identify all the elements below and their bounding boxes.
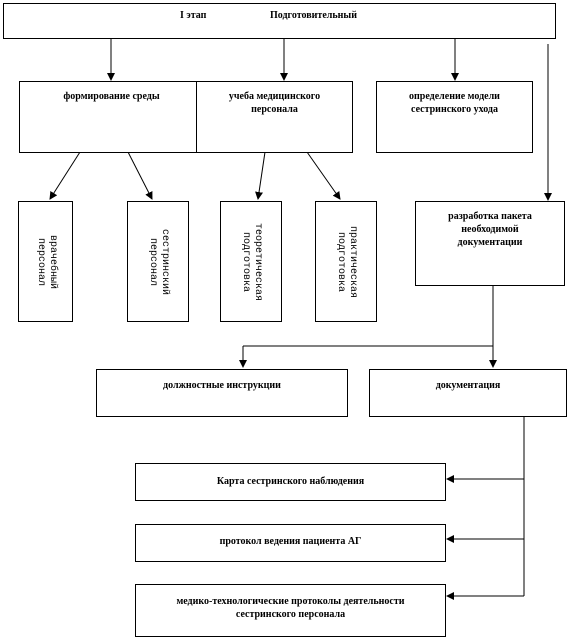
arrow-to-theory xyxy=(255,151,266,200)
instructions-box: должностные инструкции xyxy=(96,369,348,417)
instructions-label: должностные инструкции xyxy=(163,380,281,391)
doctors-box: врачебный персонал xyxy=(18,201,73,322)
package-label: разработка пакета необходимой документац… xyxy=(448,211,532,248)
model-box: определение модели сестринского ухода xyxy=(376,81,533,153)
medtech-label: медико-технологические протоколы деятель… xyxy=(176,596,405,620)
package-box: разработка пакета необходимой документац… xyxy=(415,201,565,286)
theory-box: теоретическая подготовка xyxy=(220,201,282,322)
documentation-label: документация xyxy=(435,380,501,391)
environment-box: формирование среды xyxy=(19,81,204,153)
medtech-box: медико-технологические протоколы деятель… xyxy=(135,584,446,637)
protocol-label: протокол ведения пациента АГ xyxy=(219,536,362,547)
model-label: определение модели сестринского ухода xyxy=(409,91,500,115)
card-box: Карта сестринского наблюдения xyxy=(135,463,446,501)
stage-name: Подготовительный xyxy=(270,10,357,21)
arrow-to-doctors xyxy=(49,151,81,200)
nurses-box: сестринский персонал xyxy=(127,201,189,322)
stage-box xyxy=(3,3,556,39)
practice-box: практическая подготовка xyxy=(315,201,377,322)
training-box: учеба медицинского персонала xyxy=(196,81,353,153)
arrow-to-practice xyxy=(306,151,341,200)
documentation-box: документация xyxy=(369,369,567,417)
environment-label: формирование среды xyxy=(63,91,160,102)
training-label: учеба медицинского персонала xyxy=(228,91,321,115)
doctors-label: врачебный персонал xyxy=(34,234,58,289)
card-label: Карта сестринского наблюдения xyxy=(216,476,365,487)
arrow-to-nurses xyxy=(127,151,153,200)
nurses-label: сестринский персонал xyxy=(147,228,170,295)
stage-number: I этап xyxy=(180,10,207,21)
theory-label: теоретическая подготовка xyxy=(240,222,263,301)
practice-label: практическая подготовка xyxy=(335,225,358,298)
protocol-box: протокол ведения пациента АГ xyxy=(135,524,446,562)
